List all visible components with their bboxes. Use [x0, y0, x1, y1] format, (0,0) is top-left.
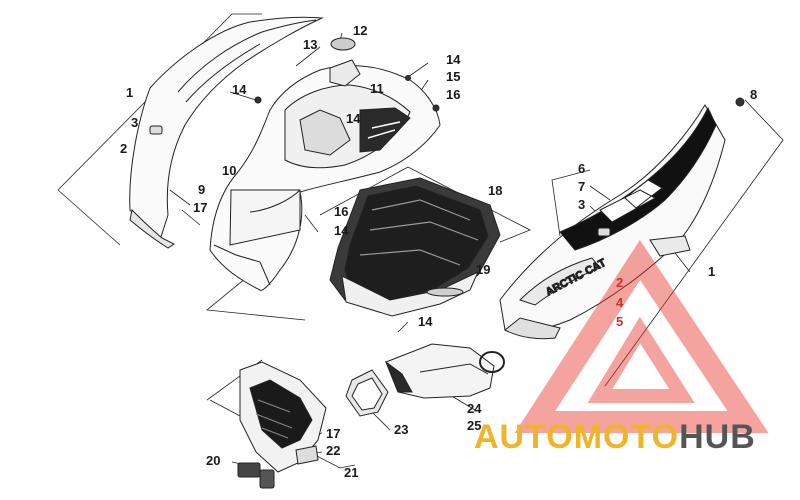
callout-14-d: 14	[334, 223, 349, 238]
callout-14-b: 14	[446, 52, 461, 67]
callout-1-left: 1	[126, 85, 134, 100]
callout-14-e: 14	[418, 314, 433, 329]
callout-11: 11	[370, 81, 384, 96]
watermark-auto: AUTO	[474, 418, 574, 456]
callout-14-c: 14	[346, 111, 361, 126]
callout-7: 7	[578, 179, 586, 194]
callout-17-left: 17	[193, 200, 208, 215]
callout-22: 22	[326, 443, 341, 458]
hood-nose	[209, 37, 441, 291]
callout-17-bottom: 17	[326, 426, 341, 441]
callout-24: 24	[467, 401, 482, 416]
callout-12: 12	[353, 23, 368, 38]
callout-16-b: 16	[334, 204, 349, 219]
callout-8: 8	[750, 87, 758, 102]
callout-9: 9	[198, 182, 206, 197]
callout-3-left: 3	[131, 115, 139, 130]
watermark-triangle	[514, 239, 769, 433]
callout-21: 21	[344, 465, 359, 480]
front-grille	[237, 361, 327, 489]
storage-tub	[329, 177, 501, 317]
callout-6: 6	[578, 161, 586, 176]
callout-10: 10	[222, 163, 237, 178]
callout-1-right: 1	[708, 264, 716, 279]
left-side-panel	[129, 16, 324, 249]
callout-20: 20	[206, 453, 221, 468]
watermark-moto: MOTO	[573, 418, 680, 456]
callout-2-left: 2	[120, 141, 128, 156]
callout-19: 19	[476, 262, 491, 277]
callout-16-a: 16	[446, 87, 461, 102]
air-duct	[345, 343, 505, 417]
callout-4: 4	[616, 295, 624, 310]
watermark-hub: HUB	[679, 418, 756, 456]
watermark-logo: AUTOMOTOHUB	[474, 418, 756, 457]
callout-13: 13	[303, 37, 318, 52]
callout-3-right: 3	[578, 197, 586, 212]
callout-23: 23	[394, 422, 409, 437]
callout-14-a: 14	[232, 82, 247, 97]
right-side-panel: ARCTIC CAT	[499, 97, 745, 340]
callout-15: 15	[446, 69, 461, 84]
callout-5: 5	[616, 314, 624, 329]
callout-2-right: 2	[616, 275, 624, 290]
callout-18: 18	[488, 183, 503, 198]
callout-25: 25	[467, 418, 482, 433]
